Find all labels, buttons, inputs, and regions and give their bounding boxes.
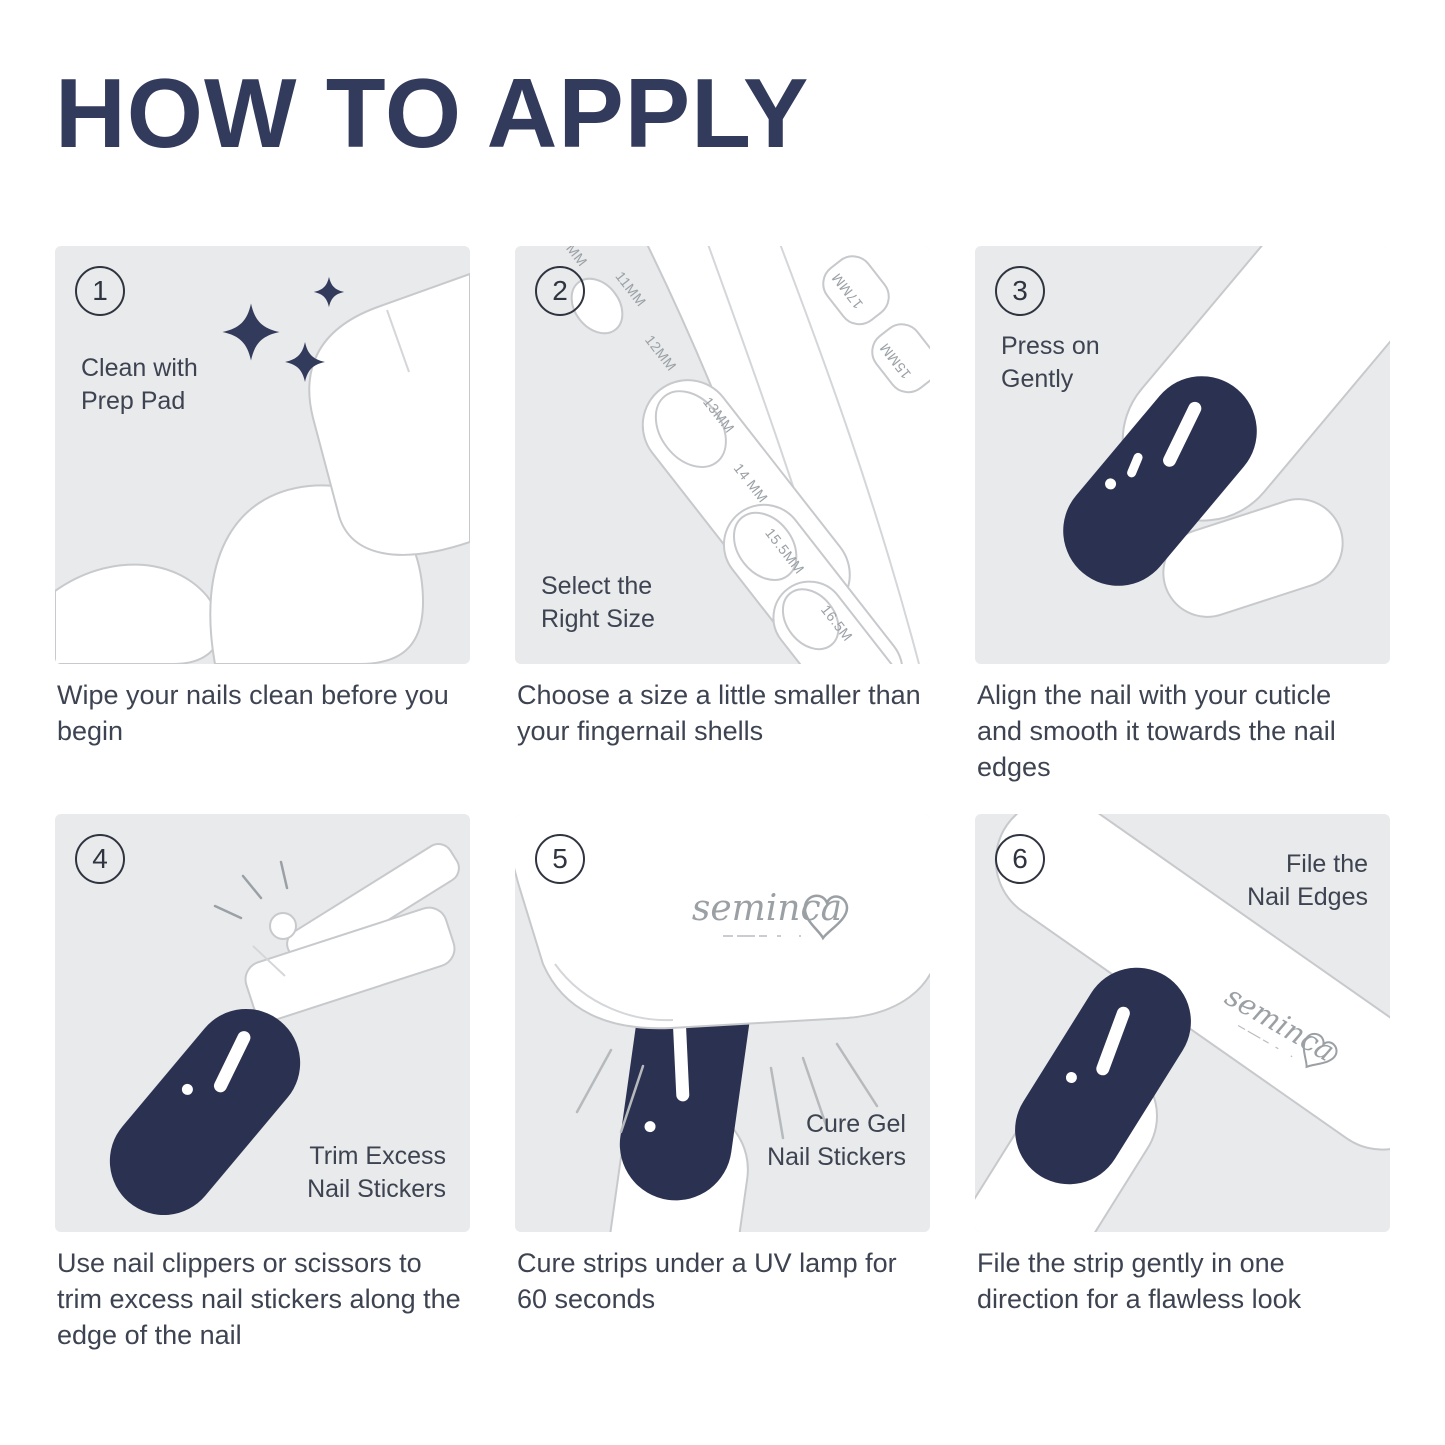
uv-lamp-illustration: seminca — [515, 814, 930, 1232]
step-number: 3 — [1012, 275, 1028, 306]
step-label: Cure Gel Nail Stickers — [767, 1110, 906, 1171]
steps-grid: 1 Clean with Prep Pad Wipe your nails cl… — [55, 246, 1390, 1382]
step-number-badge: 6 — [995, 834, 1045, 884]
step-4: 4 Trim Excess Nail Stickers Use nail cli… — [55, 814, 470, 1382]
step-label: Select the Right Size — [541, 572, 655, 633]
prep-pad — [308, 272, 470, 556]
step-label: Press on Gently — [1001, 332, 1100, 393]
sparkles-icon — [222, 276, 345, 382]
step-number-badge: 2 — [535, 266, 585, 316]
clipper-illustration — [109, 842, 460, 1216]
step-6-panel: seminca 6 File the Nail Edges — [975, 814, 1390, 1232]
step-label: Clean with Prep Pad — [81, 354, 198, 415]
step-1-panel: 1 Clean with Prep Pad — [55, 246, 470, 664]
uv-rays — [575, 1042, 879, 1140]
lamp-edge-line — [554, 963, 674, 1022]
step-number-badge: 4 — [75, 834, 125, 884]
nail-sticker — [1015, 967, 1191, 1185]
step-3: 3 Press on Gently Align the nail with yo… — [975, 246, 1390, 814]
step-1: 1 Clean with Prep Pad Wipe your nails cl… — [55, 246, 470, 814]
step-caption: Choose a size a little smaller than your… — [517, 680, 921, 746]
step-3-panel: 3 Press on Gently — [975, 246, 1390, 664]
clip-action-marks — [213, 860, 289, 920]
step-label: Trim Excess Nail Stickers — [307, 1142, 446, 1203]
nail-sticker — [1063, 376, 1257, 586]
press-on-illustration — [1063, 246, 1390, 618]
uv-lamp — [515, 814, 930, 1030]
logo-text: seminca — [692, 888, 842, 929]
step-number: 1 — [92, 275, 108, 306]
step-caption: Use nail clippers or scissors to trim ex… — [57, 1248, 461, 1350]
finger — [772, 580, 926, 664]
logo-tagline-mark — [1237, 1024, 1293, 1058]
step-caption: File the strip gently in one direction f… — [977, 1248, 1302, 1314]
heart-icon — [1302, 1032, 1338, 1069]
step-number-badge: 1 — [75, 266, 125, 316]
size-label: MM — [563, 246, 591, 269]
thumb — [1162, 498, 1344, 618]
step-number: 4 — [92, 843, 108, 874]
step-number: 2 — [552, 275, 568, 306]
step-2-panel: MM 11MM 12MM 13MM 14 MM 15.5MM 16.5M 17M… — [515, 246, 930, 664]
step-label: File the Nail Edges — [1247, 850, 1368, 911]
pad-fold-line — [386, 309, 410, 373]
heart-icon — [803, 894, 849, 941]
template-cell — [871, 323, 930, 394]
step-number-badge: 3 — [995, 266, 1045, 316]
template-cell — [822, 255, 890, 326]
step-5-panel: seminca 5 Cure Gel Nail Stickers — [515, 814, 930, 1232]
prep-pad-illustration — [55, 272, 470, 664]
seminca-logo: seminca — [692, 888, 849, 941]
step-caption: Align the nail with your cuticle and smo… — [977, 680, 1336, 782]
template-strip-line — [779, 246, 920, 664]
step-number: 5 — [552, 843, 568, 874]
step-4-panel: 4 Trim Excess Nail Stickers — [55, 814, 470, 1232]
nail-file-illustration: seminca — [975, 814, 1390, 1232]
finger — [55, 563, 221, 664]
size-label: 12MM — [642, 332, 680, 374]
nail-sticker — [109, 1008, 301, 1216]
nail-clipper — [244, 842, 460, 1022]
page-title: HOW TO APPLY — [55, 58, 810, 168]
step-caption: Wipe your nails clean before you begin — [57, 680, 449, 746]
step-caption: Cure strips under a UV lamp for 60 secon… — [517, 1248, 897, 1314]
step-number-badge: 5 — [535, 834, 585, 884]
step-number: 6 — [1012, 843, 1028, 874]
step-5: seminca 5 Cure Gel Nail Stickers Cure — [515, 814, 930, 1382]
step-2: MM 11MM 12MM 13MM 14 MM 15.5MM 16.5M 17M… — [515, 246, 930, 814]
step-6: seminca 6 File the Nail Edges — [975, 814, 1390, 1382]
